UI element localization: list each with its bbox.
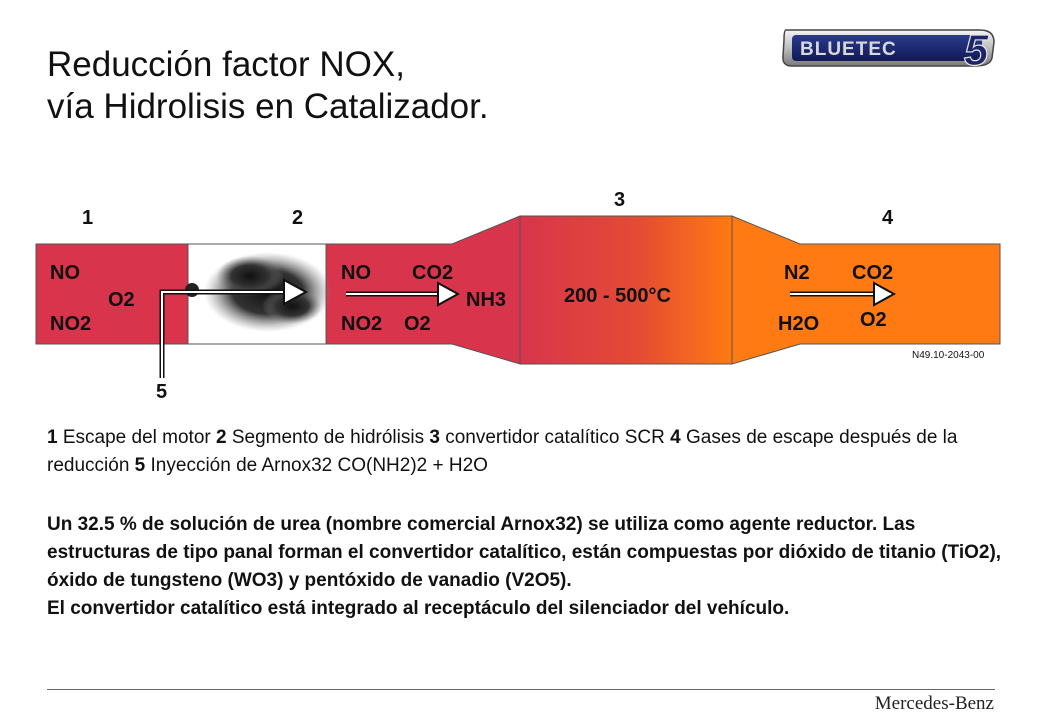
seg4-n2: N2 bbox=[784, 262, 810, 284]
injection-arrow-head bbox=[283, 278, 309, 306]
seg1-no: NO bbox=[50, 262, 80, 284]
legend-text-3: convertidor catalítico SCR bbox=[439, 427, 671, 448]
seg4-o2: O2 bbox=[860, 309, 887, 331]
flow-arrow-head-2 bbox=[437, 281, 461, 307]
catalytic-converter bbox=[519, 215, 733, 365]
seg1-no2: NO2 bbox=[50, 313, 91, 335]
legend-text-2: Segmento de hidrólisis bbox=[226, 427, 430, 448]
label-number-3: 3 bbox=[614, 189, 625, 211]
seg2-nh3: NH3 bbox=[466, 289, 506, 311]
seg4-co2: CO2 bbox=[852, 262, 893, 284]
legend-num-5: 5 bbox=[134, 455, 146, 476]
bluetec-5-logo: BLUETEC 5 bbox=[782, 25, 995, 70]
legend-num-1: 1 bbox=[47, 427, 58, 448]
seg2-no: NO bbox=[341, 262, 371, 284]
footer-brand: Mercedes-Benz bbox=[874, 693, 994, 714]
description-text-2: El convertidor catalítico está integrado… bbox=[47, 598, 790, 619]
legend-num-4: 4 bbox=[670, 427, 681, 448]
catalyst-temperature: 200 - 500°C bbox=[564, 285, 671, 307]
logo-text: BLUETEC bbox=[800, 39, 897, 60]
slide-title: Reducción factor NOX, vía Hidrolisis en … bbox=[47, 44, 489, 128]
seg4-h2o: H2O bbox=[778, 313, 819, 335]
legend-text-5: Inyección de Arnox32 CO(NH2)2 + H2O bbox=[145, 455, 488, 476]
title-line-2: vía Hidrolisis en Catalizador. bbox=[47, 87, 489, 126]
legend-num-3: 3 bbox=[429, 427, 440, 448]
footer-divider bbox=[47, 689, 995, 690]
figure-reference: N49.10-2043-00 bbox=[912, 350, 985, 361]
label-number-4: 4 bbox=[882, 207, 894, 229]
scr-system-diagram: 1 2 3 4 5 NO O2 NO2 NO CO2 NH3 NO2 O2 20… bbox=[35, 189, 1001, 403]
injection-line-5-inner bbox=[161, 291, 284, 378]
description-paragraph: Un 32.5 % de solución de urea (nombre co… bbox=[47, 511, 1007, 623]
label-number-5: 5 bbox=[156, 381, 167, 403]
outlet-segment bbox=[731, 215, 1001, 365]
title-line-1: Reducción factor NOX, bbox=[47, 45, 405, 84]
seg2-o2: O2 bbox=[404, 313, 431, 335]
legend-num-2: 2 bbox=[216, 427, 227, 448]
seg1-o2: O2 bbox=[108, 289, 135, 311]
seg2-no2: NO2 bbox=[341, 313, 382, 335]
description-text: Un 32.5 % de solución de urea (nombre co… bbox=[47, 514, 1002, 591]
label-number-2: 2 bbox=[292, 207, 303, 229]
flow-arrow-head-4 bbox=[873, 281, 897, 307]
label-number-1: 1 bbox=[82, 207, 93, 229]
legend-text-4: Gases de escape después de la reducción bbox=[47, 427, 958, 476]
seg2-co2: CO2 bbox=[412, 262, 453, 284]
logo-number: 5 bbox=[964, 26, 989, 70]
legend-text-1: Escape del motor bbox=[57, 427, 216, 448]
diagram-legend: 1 Escape del motor 2 Segmento de hidróli… bbox=[47, 424, 987, 480]
logo-inner bbox=[792, 35, 982, 61]
